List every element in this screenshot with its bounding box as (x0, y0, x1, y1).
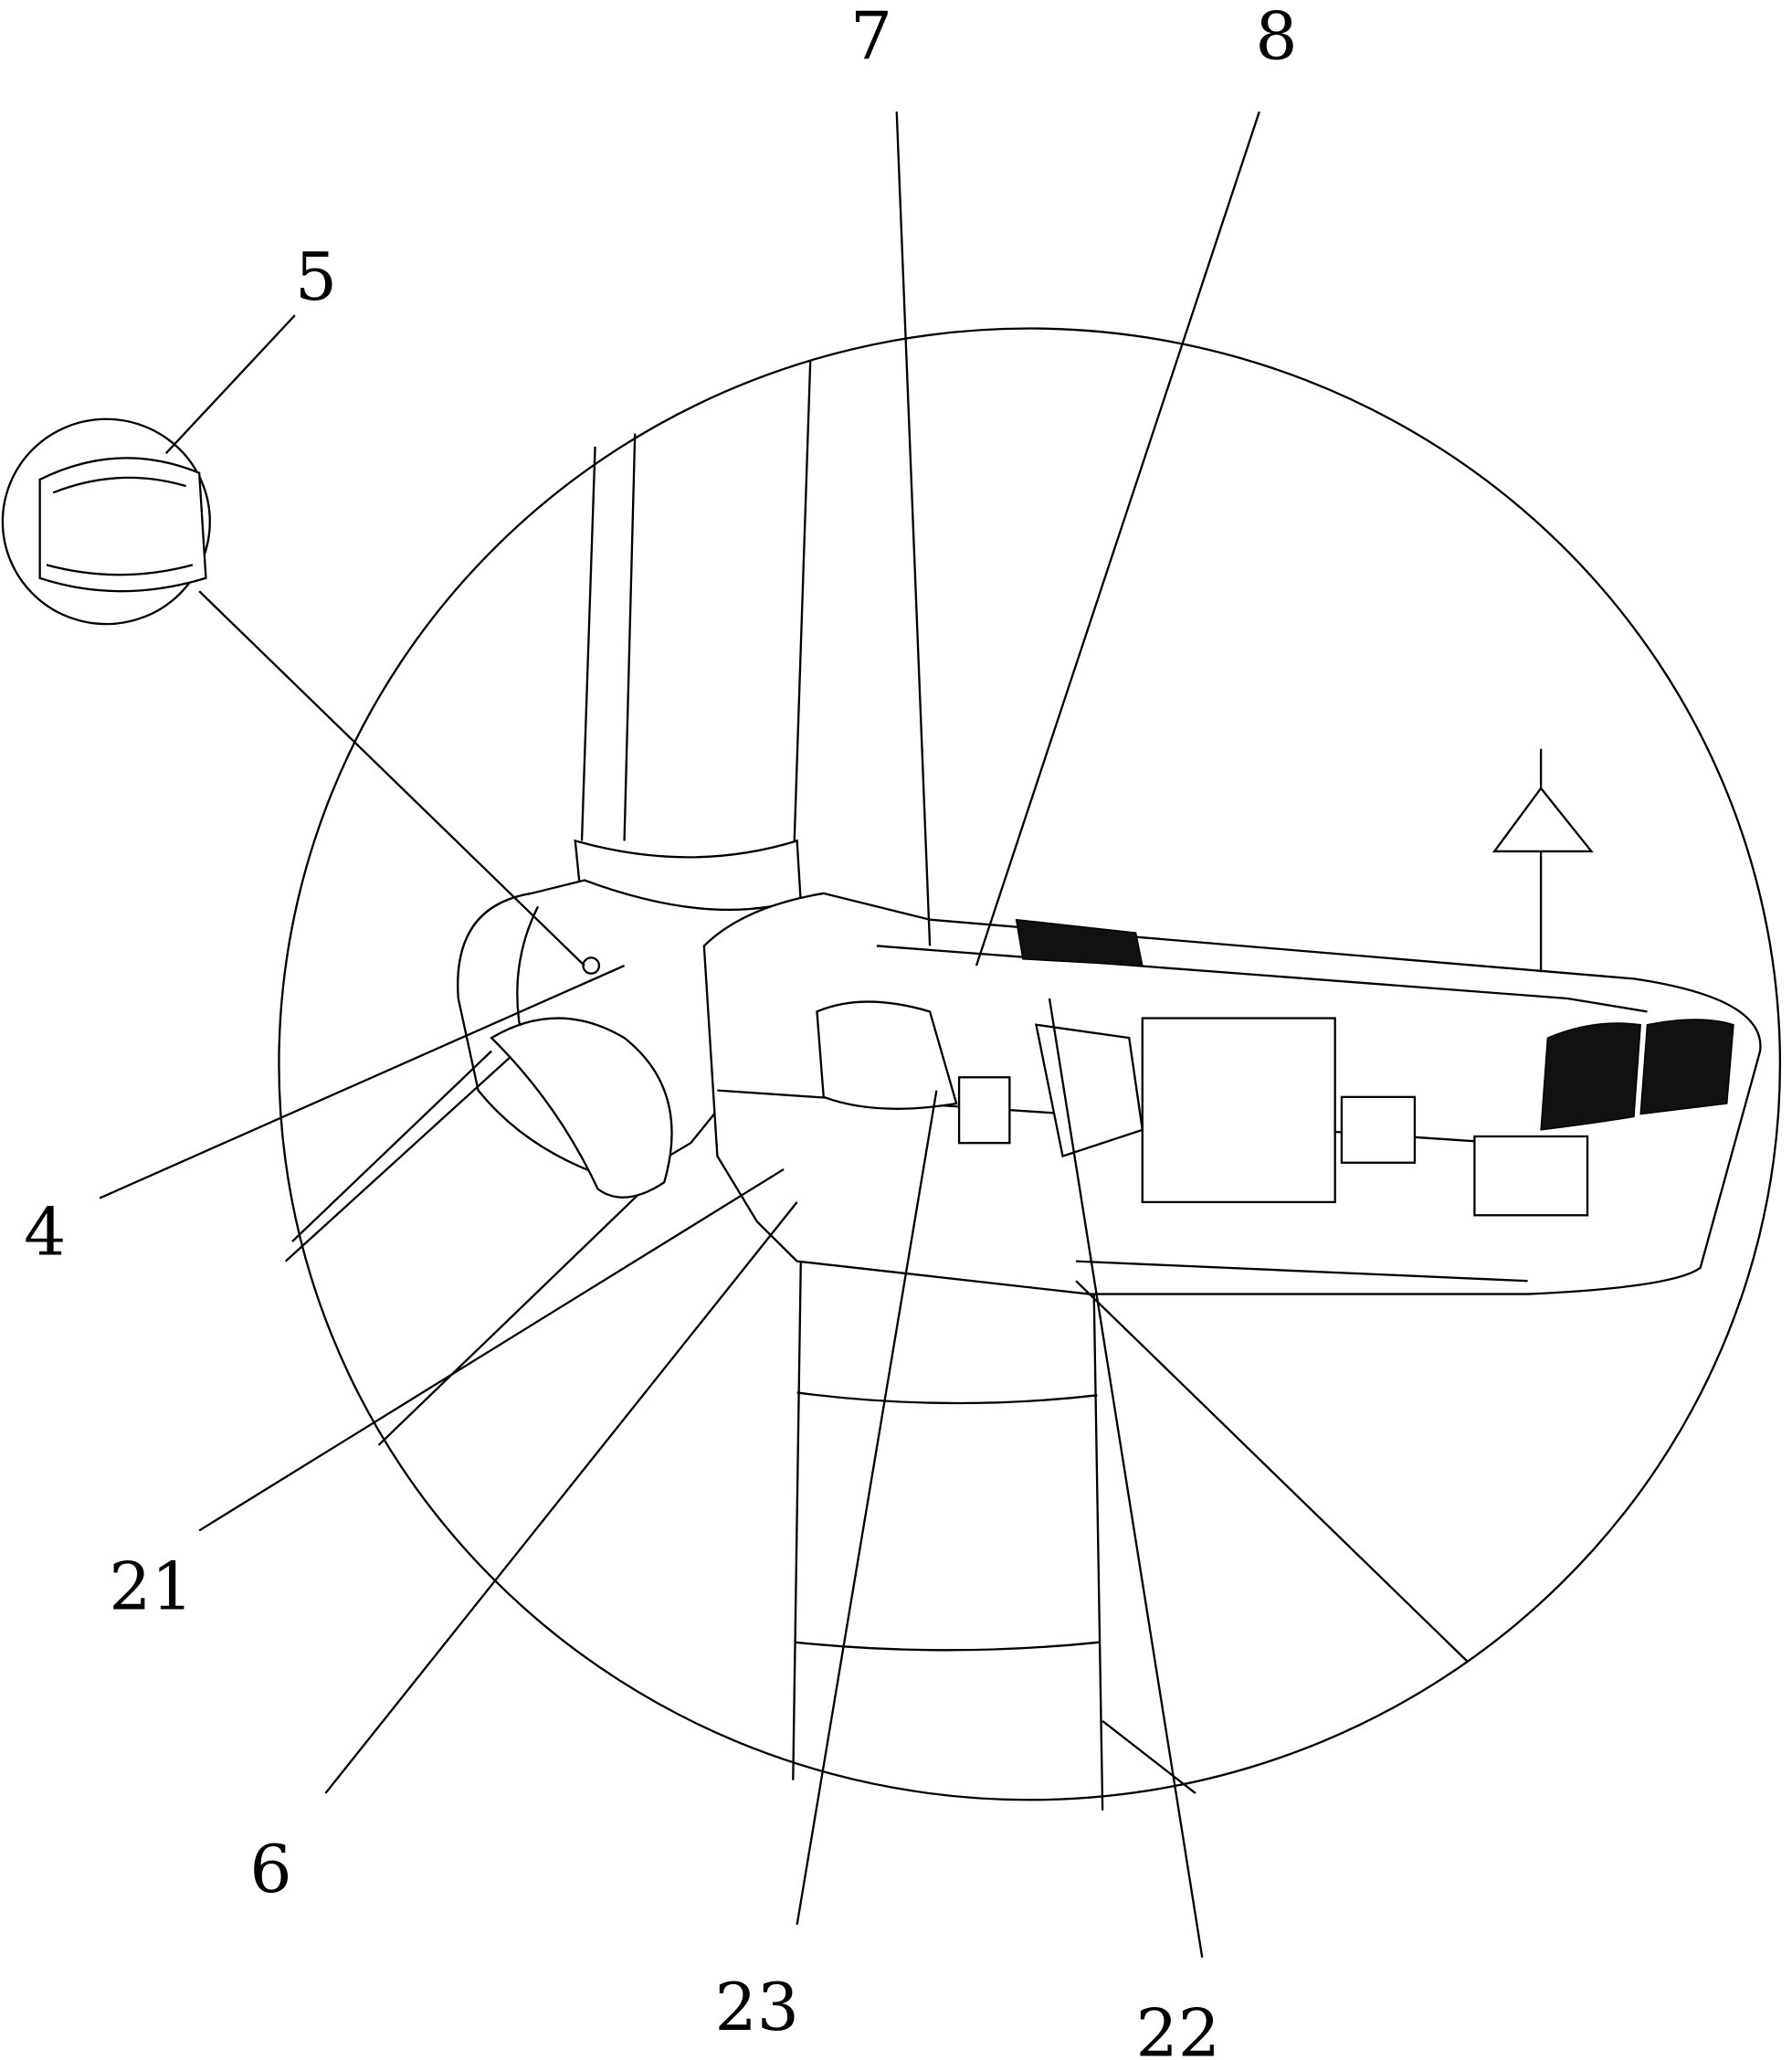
label-6: 6 (249, 1832, 291, 1908)
vent-left (1541, 1023, 1640, 1130)
label-21: 21 (109, 1549, 194, 1626)
label-8: 8 (1255, 0, 1297, 76)
nacelle (704, 893, 1761, 1294)
upper-blade (575, 361, 810, 919)
label-22: 22 (1136, 1996, 1221, 2060)
sensor-mast (1494, 749, 1591, 972)
tower (793, 1248, 1196, 1811)
label-7: 7 (850, 0, 892, 76)
inset-detail (3, 419, 210, 624)
vent-right (1640, 1019, 1734, 1115)
label-23: 23 (714, 1970, 799, 2046)
label-5: 5 (295, 239, 337, 316)
cabinet (1143, 1019, 1335, 1202)
label-4: 4 (24, 1195, 66, 1272)
